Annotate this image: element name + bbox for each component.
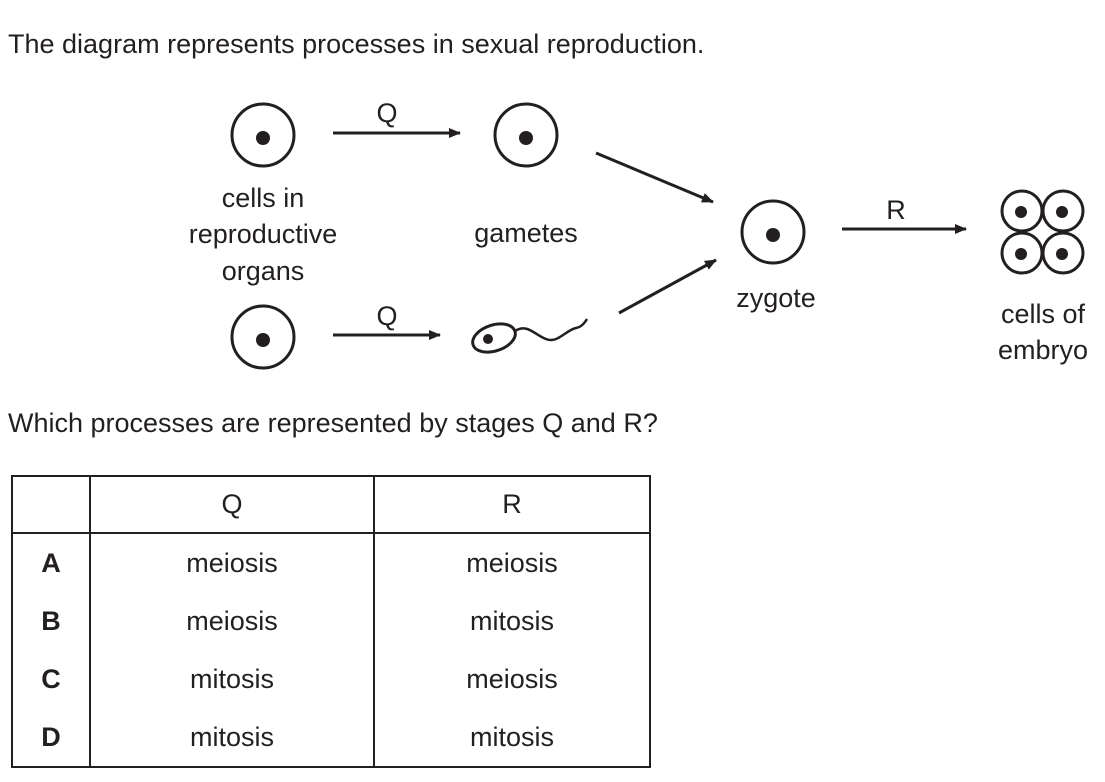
table-row: C mitosis meiosis — [11, 650, 651, 708]
r-label: R — [886, 195, 906, 225]
label-gametes: gametes — [474, 218, 578, 248]
table-row: B meiosis mitosis — [11, 592, 651, 650]
option-q: meiosis — [89, 592, 375, 650]
label-cells-in-reproductive-organs-line-3: organs — [222, 256, 305, 286]
option-q: mitosis — [89, 708, 375, 768]
egg-to-zygote-arrow — [595, 151, 714, 204]
prompt-text: Which processes are represented by stage… — [8, 408, 658, 438]
option-letter: C — [11, 650, 91, 708]
zygote-cell-icon — [740, 199, 806, 265]
table-row: D mitosis mitosis — [11, 708, 651, 768]
option-r: meiosis — [373, 533, 651, 592]
sperm-cell-icon — [471, 318, 589, 354]
option-r: mitosis — [373, 592, 651, 650]
label-cells-in-reproductive-organs-line-1: cells in — [222, 183, 305, 213]
option-q: mitosis — [89, 650, 375, 708]
embryo-cells-icon — [1000, 189, 1085, 275]
option-q: meiosis — [89, 533, 375, 592]
header-letter — [11, 475, 91, 534]
label-cells-in-reproductive-organs-line-2: reproductive — [189, 219, 338, 249]
label-zygote: zygote — [736, 283, 816, 313]
answer-table: Q R A meiosis meiosis B meiosis mitosis … — [11, 475, 651, 768]
label-cells-of-embryo-line-1: cells of — [1001, 299, 1086, 329]
header-q: Q — [89, 475, 375, 534]
intro-text: The diagram represents processes in sexu… — [8, 29, 705, 59]
option-r: meiosis — [373, 650, 651, 708]
sperm-to-zygote-arrow — [618, 258, 717, 315]
label-cells-of-embryo-line-2: embryo — [998, 335, 1088, 365]
table-header-row: Q R — [11, 475, 651, 534]
parent-cell-top-icon — [230, 102, 296, 168]
table-row: A meiosis meiosis — [11, 533, 651, 592]
header-r: R — [373, 475, 651, 534]
q-label-top: Q — [376, 98, 397, 128]
option-letter: D — [11, 708, 91, 768]
q-label-bottom: Q — [376, 301, 397, 331]
option-letter: B — [11, 592, 91, 650]
option-r: mitosis — [373, 708, 651, 768]
reproduction-diagram: Q Q R cells in reproductive organs gamet… — [189, 98, 1088, 370]
option-letter: A — [11, 533, 91, 592]
egg-cell-icon — [493, 102, 559, 168]
parent-cell-bottom-icon — [230, 304, 296, 370]
